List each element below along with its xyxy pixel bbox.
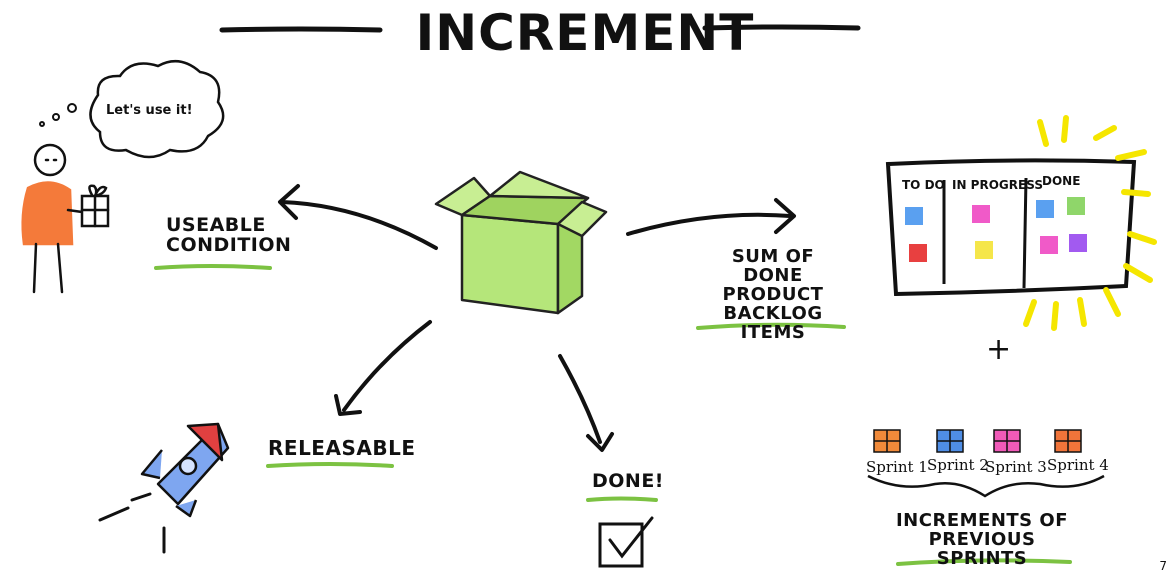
label-sum: SUM OF DONE PRODUCT BACKLOG ITEMS [700, 246, 846, 343]
arrow-to-sum [626, 212, 792, 236]
arrowhead-done [586, 432, 614, 452]
arrowhead-sum [774, 198, 796, 234]
sticky-blue [905, 207, 923, 225]
label-increments-line1: INCREMENTS OF [895, 510, 1068, 531]
label-sum-line1: SUM OF DONE [731, 246, 815, 286]
sprint-label-2: Sprint 2 [927, 456, 989, 474]
sticky-pink-done [1040, 236, 1058, 254]
page-number: 7 [1159, 559, 1167, 573]
label-releasable: RELEASABLE [268, 436, 416, 460]
board-col-inprogress: IN PROGRESS [952, 178, 1043, 192]
label-increments: INCREMENTS OF PREVIOUS SPRINTS [892, 510, 1072, 569]
checkbox-icon [598, 516, 654, 568]
sticky-green-done [1067, 197, 1085, 215]
title-line-left [219, 26, 383, 33]
sprint-label-3: Sprint 3 [985, 458, 1047, 476]
box-icon [434, 170, 608, 315]
arrows [278, 184, 796, 452]
arrowhead-useable [278, 184, 300, 220]
sticky-purple-done [1069, 234, 1087, 252]
sticky-red [909, 244, 927, 262]
label-useable-line1: USEABLE [166, 214, 266, 236]
sprints-brace [867, 474, 1105, 498]
glow-rays [1023, 115, 1157, 331]
label-useable: USEABLE CONDITION [166, 214, 292, 256]
sticky-pink [972, 205, 990, 223]
plus-sign: + [986, 332, 1012, 367]
label-underlines [154, 264, 1072, 566]
label-useable-line2: CONDITION [166, 233, 292, 256]
sticky-yellow [975, 241, 993, 259]
thought-bubble-text: Let's use it! [106, 103, 193, 118]
sprint-label-1: Sprint 1 [866, 458, 928, 476]
gift-icons [873, 429, 1082, 453]
person-icon [21, 143, 110, 294]
title-line-right [702, 24, 861, 31]
board-col-todo: TO DO [902, 178, 945, 192]
sprint-label-4: Sprint 4 [1047, 456, 1109, 474]
board-col-done: DONE [1042, 174, 1081, 188]
label-done: DONE! [592, 470, 664, 492]
sticky-blue-done [1036, 200, 1054, 218]
arrowhead-releasable [334, 394, 362, 416]
arrow-to-releasable [342, 320, 432, 412]
kanban-board [885, 158, 1137, 297]
thought-bubble [39, 59, 225, 159]
rocket-icon [98, 422, 230, 554]
page-title: INCREMENT [415, 4, 755, 62]
arrow-to-done [558, 354, 602, 444]
label-increments-line2: PREVIOUS SPRINTS [928, 528, 1036, 569]
label-sum-line3: BACKLOG ITEMS [723, 302, 823, 343]
arrow-to-useable [280, 200, 438, 250]
label-sum-line2: PRODUCT [722, 283, 824, 305]
